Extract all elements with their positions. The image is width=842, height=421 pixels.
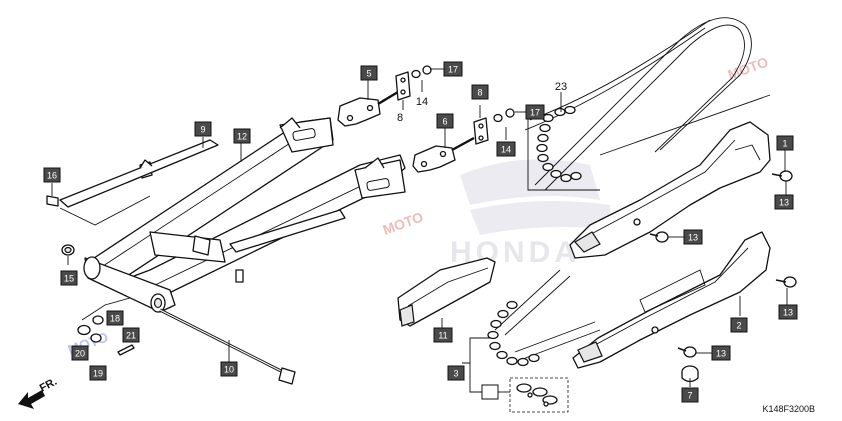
chain-stay-bar — [59, 139, 219, 208]
drive-chain-lower — [487, 269, 601, 367]
svg-text:6: 6 — [442, 117, 447, 127]
callout-8a: 8 — [397, 112, 403, 124]
svg-text:13: 13 — [688, 233, 698, 243]
callout-13a: 13 — [774, 194, 794, 210]
callout-5: 5 — [360, 65, 378, 81]
callout-11: 11 — [433, 327, 453, 343]
callout-3: 3 — [447, 365, 465, 381]
chain-slider — [397, 257, 496, 327]
svg-text:13: 13 — [716, 349, 726, 359]
callout-1: 1 — [776, 135, 794, 151]
moto-watermark-1: MOTO — [726, 53, 771, 82]
svg-text:17: 17 — [448, 65, 458, 75]
svg-text:10: 10 — [224, 365, 234, 375]
honda-watermark: HONDA — [450, 159, 612, 269]
svg-text:12: 12 — [237, 132, 247, 142]
swingarm — [83, 117, 406, 313]
moto-watermark-2: MOTO — [381, 208, 426, 237]
callout-23: 23 — [555, 81, 567, 93]
callout-17a: 17 — [443, 61, 463, 77]
direction-label: FR. — [38, 376, 59, 395]
callout-15: 15 — [60, 270, 78, 286]
callout-18: 18 — [106, 310, 124, 326]
callout-9: 9 — [194, 121, 212, 137]
drive-chain-upper — [524, 17, 771, 191]
svg-text:14: 14 — [501, 145, 511, 155]
callout-2: 2 — [730, 317, 748, 333]
svg-text:5: 5 — [366, 69, 371, 79]
callout-10: 10 — [220, 361, 238, 377]
svg-text:3: 3 — [453, 369, 458, 379]
callout-20: 20 — [71, 345, 89, 361]
svg-text:21: 21 — [126, 331, 136, 341]
svg-text:18: 18 — [110, 314, 120, 324]
callout-19: 19 — [89, 365, 107, 381]
callout-blank — [481, 384, 499, 400]
callout-21: 21 — [122, 327, 140, 343]
callout-14a: 14 — [416, 96, 428, 108]
svg-text:1: 1 — [782, 139, 787, 149]
svg-text:13: 13 — [783, 308, 793, 318]
svg-text:11: 11 — [438, 331, 447, 341]
watermark-site-1: MOTO — [726, 53, 771, 82]
chain-case-lower — [572, 231, 771, 369]
small-parts-left — [46, 195, 135, 356]
bolts-13 — [649, 170, 797, 383]
svg-text:13: 13 — [779, 198, 789, 208]
callout-17b: 17 — [525, 104, 545, 120]
svg-text:7: 7 — [687, 391, 692, 401]
leader-lines — [51, 68, 788, 393]
pivot-bolt — [159, 308, 296, 385]
callout-6: 6 — [436, 113, 454, 129]
chain-links-lower — [487, 300, 540, 367]
chain-adjuster-right — [412, 108, 515, 173]
svg-text:16: 16 — [47, 171, 57, 181]
chain-case-upper — [569, 121, 771, 259]
watermark-site-2: MOTO — [381, 208, 426, 237]
svg-text:9: 9 — [200, 125, 205, 135]
svg-text:19: 19 — [93, 369, 103, 379]
callout-13d: 13 — [711, 345, 731, 361]
svg-text:20: 20 — [75, 349, 85, 359]
callout-13c: 13 — [778, 304, 798, 320]
callout-14b: 14 — [496, 141, 516, 157]
chain-joint-detail — [509, 377, 569, 413]
callout-12: 12 — [233, 128, 251, 144]
front-direction-arrow: FR. — [18, 376, 59, 409]
diagram-code: K148F3200B — [762, 404, 815, 414]
callout-8b: 8 — [471, 84, 489, 100]
chain-links-upper — [536, 105, 582, 183]
svg-text:17: 17 — [530, 108, 540, 118]
svg-text:8: 8 — [477, 88, 482, 98]
callout-16: 16 — [43, 167, 61, 183]
chain-adjuster-left — [337, 65, 432, 127]
svg-text:2: 2 — [736, 321, 741, 331]
callout-7: 7 — [681, 387, 699, 403]
svg-text:15: 15 — [64, 274, 74, 284]
callout-13b: 13 — [683, 229, 703, 245]
